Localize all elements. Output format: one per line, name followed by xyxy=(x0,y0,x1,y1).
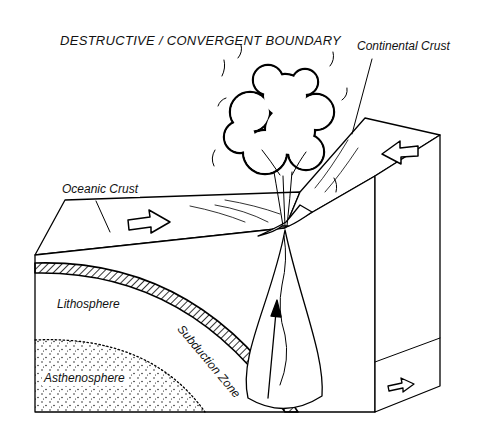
rising-arrow-head xyxy=(271,300,281,317)
diagram-title: DESTRUCTIVE / CONVERGENT BOUNDARY xyxy=(60,34,341,49)
asthenosphere-region xyxy=(35,340,205,412)
part-label: Continental Crust xyxy=(355,40,452,54)
right-face xyxy=(375,135,440,412)
part-label: Asthenosphere xyxy=(42,372,127,386)
plate-arrow xyxy=(382,141,418,164)
motion-arrow xyxy=(388,378,414,392)
front-face xyxy=(35,176,375,412)
eruption-cloud xyxy=(212,45,347,226)
asthenosphere-boundary xyxy=(35,340,205,412)
leader-line xyxy=(352,59,372,134)
part-label: Lithosphere xyxy=(55,298,122,312)
leader-line xyxy=(96,201,110,232)
magma-chamber xyxy=(246,230,322,409)
rising-arrow xyxy=(268,312,276,398)
right-face-line xyxy=(375,338,440,362)
plate-arrow xyxy=(128,210,170,233)
magma-path xyxy=(280,236,287,385)
part-label: Oceanic Crust xyxy=(60,183,140,197)
